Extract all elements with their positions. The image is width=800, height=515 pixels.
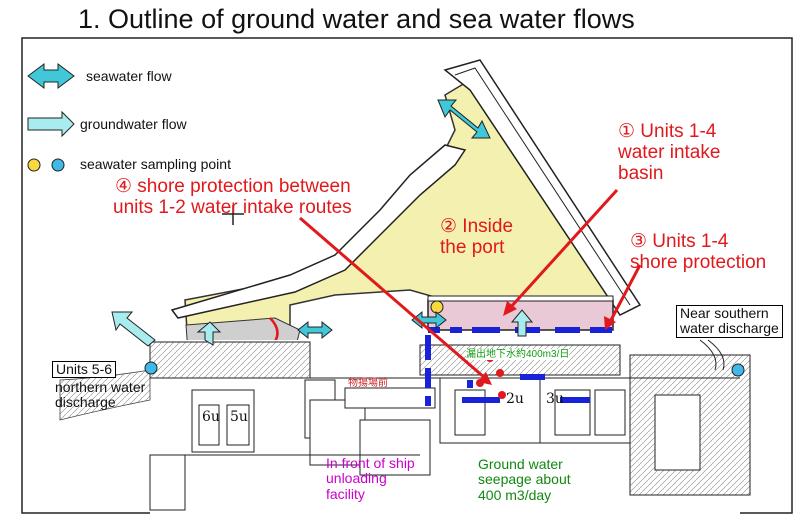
label-intake-basin-line2: water intake bbox=[618, 141, 721, 163]
label-intake-basin-line3: basin bbox=[618, 162, 664, 184]
label-inside-port: ② Inside the port bbox=[440, 216, 514, 259]
page-title: 1. Outline of ground water and sea water… bbox=[78, 4, 635, 34]
legend-seawater-arrow bbox=[27, 63, 75, 89]
blue-barrier bbox=[425, 327, 612, 406]
unit-6u-label: 6u bbox=[202, 409, 220, 425]
label-intake-basin: ① Units 1-4 water intake basin bbox=[618, 121, 721, 185]
groundwater-flow-arrows bbox=[27, 110, 534, 347]
label-southern-line1: Near southern bbox=[680, 305, 769, 321]
red-sampling-dots bbox=[476, 354, 506, 399]
sampling-point-yellow bbox=[430, 300, 444, 314]
label-ship-line2: unloading bbox=[326, 470, 387, 487]
label-gw-line2: seepage about bbox=[478, 471, 571, 488]
label-ship-line3: facility bbox=[326, 485, 365, 502]
port-mouth-arrow bbox=[437, 99, 491, 139]
sampling-point-units56 bbox=[144, 361, 158, 375]
label-units56: Units 5-6 bbox=[52, 361, 117, 379]
legend-sampling-label: seawater sampling point bbox=[80, 156, 231, 172]
units56-seepage-arrow bbox=[196, 321, 222, 346]
south-breakwater bbox=[170, 144, 467, 319]
unit-5u-label: 5u bbox=[230, 409, 248, 425]
basin-seepage-arrow bbox=[510, 309, 534, 337]
label-shore-protection: ③ Units 1-4 shore protection bbox=[630, 231, 767, 274]
legend-seawater-label: seawater flow bbox=[86, 68, 172, 84]
legend-groundwater-arrow bbox=[27, 110, 75, 138]
label-jp-ship: 物揚場前 bbox=[348, 378, 388, 389]
label-northern-line2: discharge bbox=[55, 394, 116, 411]
unit-3u-label: 3u bbox=[546, 391, 564, 407]
north-breakwater bbox=[443, 59, 642, 316]
cross-marker bbox=[222, 205, 244, 225]
legend-groundwater-label: groundwater flow bbox=[80, 116, 187, 132]
label-gw-line3: 400 m3/day bbox=[478, 486, 552, 503]
label-ship-line1: In front of ship bbox=[326, 455, 415, 471]
label-shore-protection-between-line2: units 1-2 water intake routes bbox=[113, 196, 352, 218]
label-shore-protection-line1: ③ Units 1-4 bbox=[630, 231, 729, 252]
label-southern-discharge: Near southern water discharge bbox=[676, 305, 783, 338]
label-southern-line2: water discharge bbox=[680, 320, 779, 337]
label-shore-protection-between-line1: ④ shore protection between bbox=[115, 176, 351, 197]
legend-yellow-circle bbox=[27, 158, 41, 172]
label-groundwater-seepage: Ground water seepage about 400 m3/day bbox=[478, 456, 571, 503]
label-intake-basin-line1: ① Units 1-4 bbox=[618, 121, 717, 142]
label-northern-line1: northern water bbox=[55, 379, 146, 395]
label-jp-seepage: 漏出地下水約400m3/日 bbox=[466, 349, 570, 360]
label-ship-unloading: In front of ship unloading facility bbox=[326, 455, 415, 502]
sampling-point-south bbox=[731, 363, 745, 377]
label-northern-discharge: northern water discharge bbox=[55, 379, 146, 411]
label-inside-port-line1: ② Inside bbox=[440, 216, 514, 237]
units56-arrow bbox=[297, 320, 333, 340]
unit-2u-label: 2u bbox=[506, 391, 524, 407]
label-inside-port-line2: the port bbox=[440, 236, 505, 258]
legend-blue-circle bbox=[51, 158, 65, 172]
pointer-arrows bbox=[299, 188, 642, 385]
units56-outflow-arrow bbox=[111, 311, 156, 347]
label-shore-protection-between: ④ shore protection between units 1-2 wat… bbox=[113, 176, 352, 219]
label-gw-line1: Ground water bbox=[478, 456, 563, 472]
label-shore-protection-line2: shore protection bbox=[630, 251, 767, 273]
